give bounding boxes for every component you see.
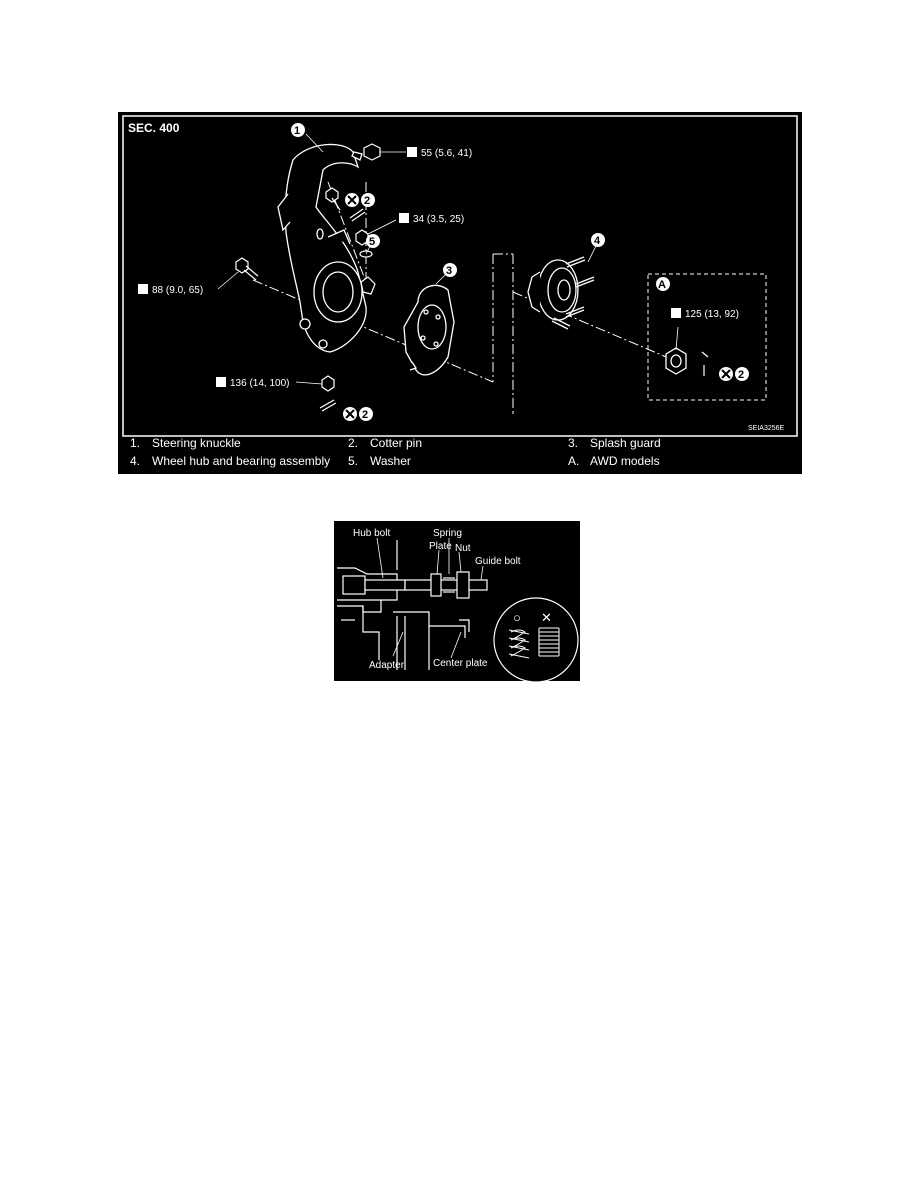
cotter-pin-upper <box>349 208 366 222</box>
awd-models-box <box>647 273 767 401</box>
wheel-hub-bearing-assembly <box>527 256 595 330</box>
upper-bolt <box>325 187 341 211</box>
knuckle-bolt <box>235 257 259 281</box>
wrong-mark: ✕ <box>541 610 552 625</box>
hub-bolt-install-figure: Hub bolt Spring Plate Nut Guide bolt Ada… <box>333 520 581 682</box>
spring-wrong-icon <box>538 627 560 657</box>
svg-text:4: 4 <box>594 235 601 247</box>
torque-spec-125: 125 (13, 92) <box>671 308 739 320</box>
hub-section <box>337 540 470 670</box>
torque-wrench-icon <box>399 213 409 223</box>
svg-text:88 (9.0, 65): 88 (9.0, 65) <box>152 285 203 296</box>
legend-num: A. <box>568 454 579 468</box>
svg-text:2: 2 <box>362 409 368 421</box>
svg-text:2: 2 <box>738 369 744 381</box>
label-plate: Plate <box>429 541 452 552</box>
torque-spec-55: 55 (5.6, 41) <box>407 147 472 159</box>
callout-4: 4 <box>591 233 605 247</box>
legend-label: Steering knuckle <box>152 436 241 450</box>
section-label: SEC. 400 <box>128 121 180 135</box>
replace-cotter-pin-mark-lower: 2 <box>343 407 373 421</box>
torque-spec-88: 88 (9.0, 65) <box>138 284 203 296</box>
svg-text:55 (5.6, 41): 55 (5.6, 41) <box>421 148 472 159</box>
legend-label: Washer <box>370 454 411 468</box>
torque-spec-34: 34 (3.5, 25) <box>399 213 464 225</box>
torque-spec-136: 136 (14, 100) <box>216 377 290 389</box>
hub-bolt-install-drawing: Hub bolt Spring Plate Nut Guide bolt Ada… <box>333 520 581 682</box>
legend-label: Splash guard <box>590 436 661 450</box>
svg-text:A: A <box>658 279 666 291</box>
axis-lines <box>252 181 679 414</box>
spring-correct-icon <box>508 629 530 659</box>
label-nut: Nut <box>455 543 471 554</box>
lower-nut <box>321 375 335 392</box>
correct-mark: ○ <box>513 610 521 625</box>
hub-nut <box>665 347 687 375</box>
hub-bolt <box>342 575 406 595</box>
legend-num: 1. <box>130 436 140 450</box>
legend-num: 5. <box>348 454 358 468</box>
callout-1: 1 <box>291 123 305 137</box>
drawing-frame <box>122 115 798 437</box>
callout-3: 3 <box>443 263 457 277</box>
guide-bolt <box>404 571 488 599</box>
legend-num: 2. <box>348 436 358 450</box>
spring-detail-circle: ○ ✕ <box>493 597 579 682</box>
legend-num: 3. <box>568 436 578 450</box>
exploded-view-figure: SEC. 400 <box>118 112 802 474</box>
legend-num: 4. <box>130 454 140 468</box>
label-guide-bolt: Guide bolt <box>475 556 521 567</box>
leader-lines <box>217 133 679 385</box>
svg-text:125 (13, 92): 125 (13, 92) <box>685 309 739 320</box>
replace-cotter-pin-mark-upper: 2 <box>345 193 375 207</box>
cotter-pin-awd <box>701 351 709 376</box>
callout-5: 5 <box>366 234 380 248</box>
label-adapter: Adapter <box>369 660 405 671</box>
svg-text:2: 2 <box>364 195 370 207</box>
tie-rod-nut <box>355 229 369 246</box>
torque-wrench-icon <box>671 308 681 318</box>
figure-code: SEIA3256E <box>748 425 785 432</box>
callout-a: A <box>656 277 670 291</box>
replace-cotter-pin-mark-awd: 2 <box>719 367 749 381</box>
legend-label: AWD models <box>590 454 660 468</box>
label-spring: Spring <box>433 528 462 539</box>
label-center-plate: Center plate <box>433 658 488 669</box>
splash-guard <box>403 284 455 376</box>
torque-wrench-icon <box>138 284 148 294</box>
exploded-view-drawing: SEC. 400 <box>122 115 798 468</box>
svg-text:1: 1 <box>294 125 300 137</box>
ball-joint-boss <box>360 276 376 295</box>
svg-text:5: 5 <box>369 236 375 248</box>
legend: 1. Steering knuckle 2. Cotter pin 3. Spl… <box>130 436 661 468</box>
svg-text:34 (3.5, 25): 34 (3.5, 25) <box>413 214 464 225</box>
upper-nut <box>363 143 381 161</box>
leader-lines <box>376 537 484 659</box>
label-hub-bolt: Hub bolt <box>353 528 390 539</box>
torque-wrench-icon <box>216 377 226 387</box>
svg-text:3: 3 <box>446 265 452 277</box>
legend-label: Cotter pin <box>370 436 422 450</box>
torque-wrench-icon <box>407 147 417 157</box>
legend-label: Wheel hub and bearing assembly <box>152 454 330 468</box>
svg-text:136 (14, 100): 136 (14, 100) <box>230 378 290 389</box>
cotter-pin-lower <box>319 399 337 412</box>
steering-knuckle <box>277 143 367 353</box>
